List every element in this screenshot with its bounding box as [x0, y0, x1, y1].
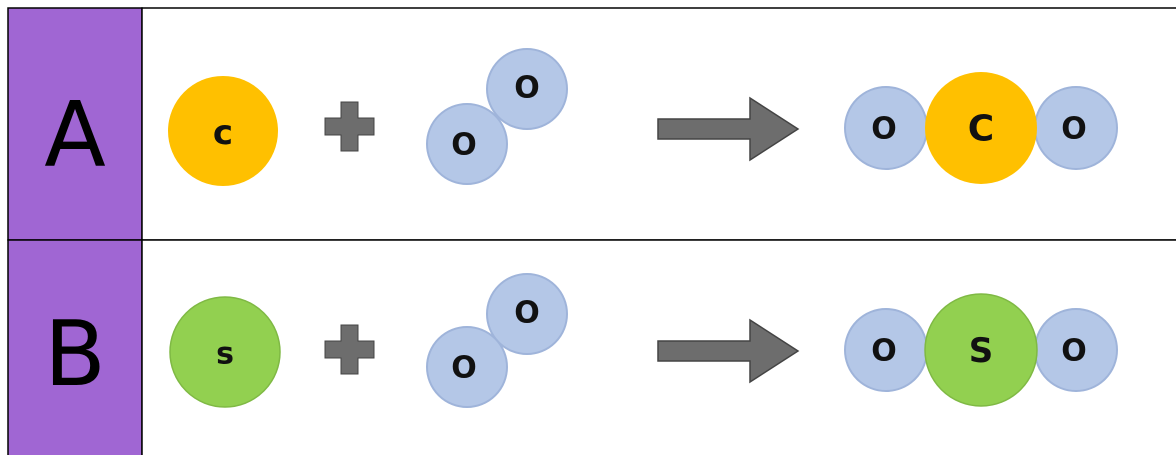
right-arrow-icon — [657, 96, 800, 162]
plus-icon — [324, 324, 375, 375]
oxygen-atom-label: O — [451, 351, 477, 386]
oxygen-molecule: O O — [426, 273, 568, 408]
carbon-dioxide-molecule: O C O — [844, 72, 1118, 184]
oxygen-atom-label: O — [871, 334, 897, 369]
oxygen-atom-label: O — [514, 296, 540, 331]
oxygen-molecule: O O — [426, 48, 568, 185]
plus-icon — [324, 101, 375, 152]
carbon-atom-label: C — [968, 109, 994, 150]
row-a-label: A — [44, 83, 106, 188]
oxygen-atom-label: O — [451, 128, 477, 163]
carbon-atom: c — [168, 76, 278, 186]
row-a-label-cell — [7, 7, 143, 241]
reaction-row-a: A c O O O C O — [7, 7, 1176, 241]
reaction-row-b: B s O O O S O — [7, 239, 1176, 455]
sulfur-dioxide-molecule: O S O — [844, 293, 1118, 407]
row-b-label: B — [44, 302, 106, 407]
carbon-atom-label: c — [213, 113, 233, 153]
sulfur-atom: s — [169, 296, 281, 408]
oxygen-atom-label: O — [514, 71, 540, 106]
sulfur-atom-label: s — [216, 337, 234, 372]
right-arrow-icon — [657, 318, 800, 384]
oxygen-atom-label: O — [1061, 334, 1087, 369]
sulfur-atom-label: S — [969, 331, 994, 371]
oxygen-atom-label: O — [1061, 112, 1087, 147]
oxygen-atom-label: O — [871, 112, 897, 147]
